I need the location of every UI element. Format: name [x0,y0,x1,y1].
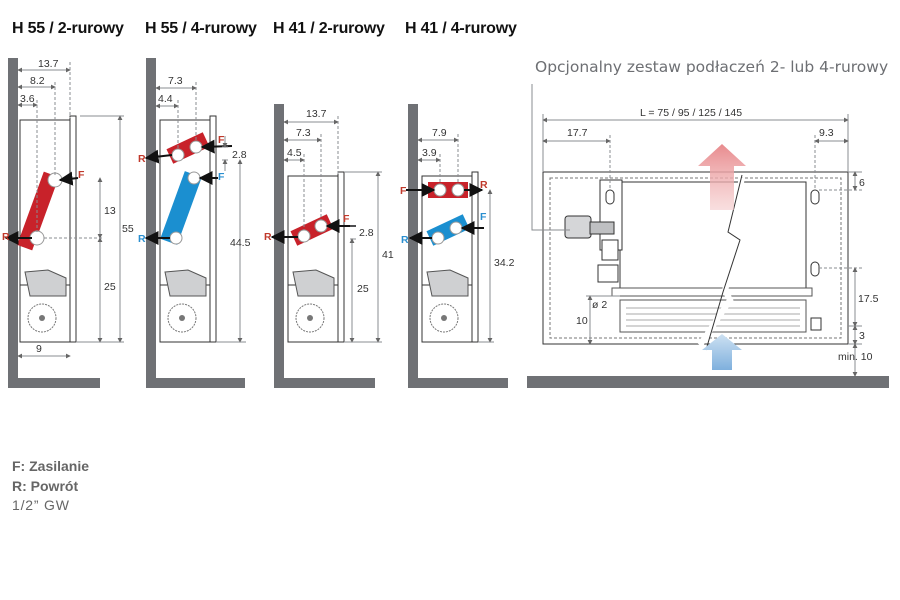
dimension-label: 2.8 [359,227,374,239]
dimension-label: 7.3 [168,75,183,87]
dimension-label: 17.5 [858,293,879,305]
floor [527,376,889,388]
wall-floor [146,58,245,388]
dimension-label: 6 [859,177,865,189]
dimension-label: F [218,171,225,183]
fan-housing [24,269,67,297]
dimension-label: 9.3 [819,127,834,139]
dimension-label: 2.8 [232,149,247,161]
dimension-label: R [138,233,146,245]
dimension-label: 13.7 [38,58,59,70]
dimension-label: 3 [859,330,865,342]
title-h41-4: H 41 / 4-rurowy [405,20,517,37]
dimension-label: F [480,211,487,223]
diagram-h41-2pipe: F R 13.7 7.3 4.5 2.8 25 41 [264,104,394,388]
title-h41-2: H 41 / 2-rurowy [273,20,385,37]
dimension-label: R [264,231,272,243]
dimension-label: F [218,134,225,146]
dimension-label: 10 [576,315,588,327]
dimension-label: 13 [104,205,116,217]
cool-air-arrow [702,334,742,370]
dimension-label: 34.2 [494,257,515,269]
dimension-label: ø 2 [592,299,607,311]
dimension-label: 3.6 [20,93,35,105]
dimension-label: 13.7 [306,108,327,120]
legend-thread: 1/2” GW [12,497,70,513]
legend-supply: F: Zasilanie [12,458,90,474]
dimension-label: 7.3 [296,127,311,139]
dimension-label: 41 [382,249,394,261]
dimension-label: R [401,234,409,246]
dimension-label: F [400,185,407,197]
diagram-h55-2pipe: F R 13.7 8.2 3.6 13 25 55 9 [2,58,134,388]
dimension-label: 8.2 [30,75,45,87]
supply-pipe [17,171,59,251]
optional-kit-label: Opcjonalny zestaw podłaczeń 2- lub 4-rur… [535,58,889,76]
legend-return: R: Powrót [12,478,79,494]
dimension-label: 25 [104,281,116,293]
front-panel [69,115,77,343]
dimension-label: 3.9 [422,147,437,159]
dimension-label: L = 75 / 95 / 125 / 145 [640,107,742,119]
dimension-label: R [480,179,488,191]
diagram-front-view: L = 75 / 95 / 125 / 145 17.7 9.3 6 17.5 … [527,84,889,388]
wall-floor [408,104,508,388]
dimension-label: 7.9 [432,127,447,139]
dimension-label: min. 10 [838,351,873,363]
dimension-label: 9 [36,343,42,355]
label-f: F [78,169,85,181]
diagram-h55-4pipe: F R F R 7.3 4.4 2.8 44.5 [138,58,251,388]
title-h55-2: H 55 / 2-rurowy [12,20,124,37]
title-h55-4: H 55 / 4-rurowy [145,20,257,37]
diagram-h41-4pipe: F R F R 7.9 3.9 34.2 [400,104,515,388]
dimension-label: 4.4 [158,93,173,105]
dimension-label: 17.7 [567,127,588,139]
dimension-label: F [343,213,350,225]
label-r: R [2,231,10,243]
dimension-label: R [138,153,146,165]
dimension-label: 55 [122,223,134,235]
dimension-label: 44.5 [230,237,251,249]
dimension-label: 25 [357,283,369,295]
return-pipe [160,171,202,245]
dimension-label: 4.5 [287,147,302,159]
warm-air-arrow [698,144,746,210]
